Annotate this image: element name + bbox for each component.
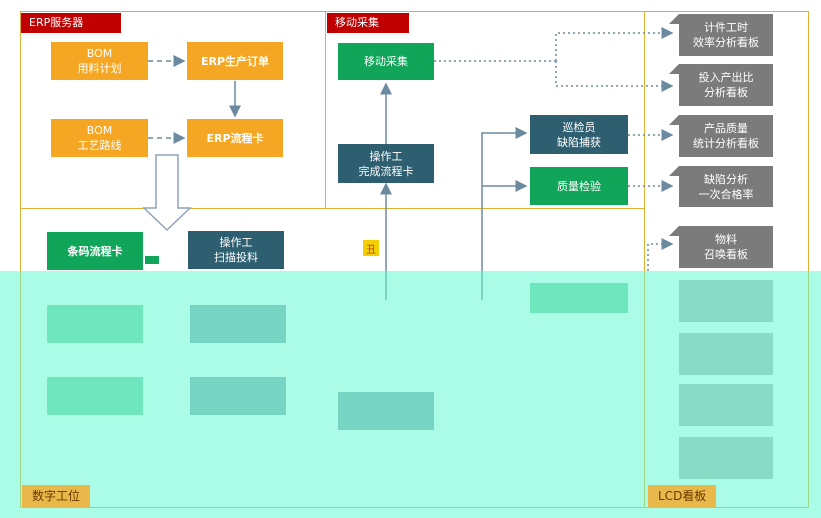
faded-node-c: [47, 377, 143, 415]
faded-board-c: [679, 384, 773, 426]
board-material-call: 物料 召唤看板: [669, 226, 773, 268]
faded-node-e: [338, 392, 434, 430]
down-block-arrow: [142, 154, 192, 232]
mobile-region-label: 移动采集: [327, 13, 409, 33]
faded-node-a: [47, 305, 143, 343]
bom-route-node: BOM 工艺路线: [51, 119, 148, 157]
workstation-region-label: 数字工位: [22, 485, 91, 507]
faded-node-d: [190, 377, 286, 415]
lcd-region-label: LCD看板: [648, 485, 717, 507]
faded-board-a: [679, 280, 773, 322]
board-quality-stats: 产品质量 统计分析看板: [669, 115, 773, 157]
link-material-board: [647, 238, 674, 271]
operator-scan-node: 操作工 扫描投料: [188, 231, 284, 269]
barcode-card-node: 条码流程卡: [47, 232, 143, 270]
quality-check-node: 质量检验: [530, 167, 628, 205]
inspector-node: 巡检员 缺陷捕获: [530, 115, 628, 154]
erp-region-label: ERP服务器: [21, 13, 121, 33]
faded-board-d: [679, 437, 773, 479]
mobile-collect-node: 移动采集: [338, 43, 434, 80]
link-mobile-board2: [555, 61, 674, 92]
barcode-card-tail: [145, 256, 159, 264]
faded-board-b: [679, 333, 773, 375]
bom-plan-node: BOM 用料计划: [51, 42, 148, 80]
link-quality-split: [481, 127, 528, 300]
erp-order-node: ERP生产订单: [187, 42, 283, 80]
faded-node-f: [530, 283, 628, 313]
board-input-output: 投入产出比 分析看板: [669, 64, 773, 106]
operator-complete-node: 操作工 完成流程卡: [338, 144, 434, 183]
faded-node-b: [190, 305, 286, 343]
board-piecework: 计件工时 效率分析看板: [669, 14, 773, 56]
erp-card-node: ERP流程卡: [187, 119, 283, 157]
board-defect-analysis: 缺陷分析 一次合格率: [669, 166, 773, 207]
marker-badge: 丑: [363, 240, 379, 256]
link-mobile-board1: [555, 27, 674, 61]
